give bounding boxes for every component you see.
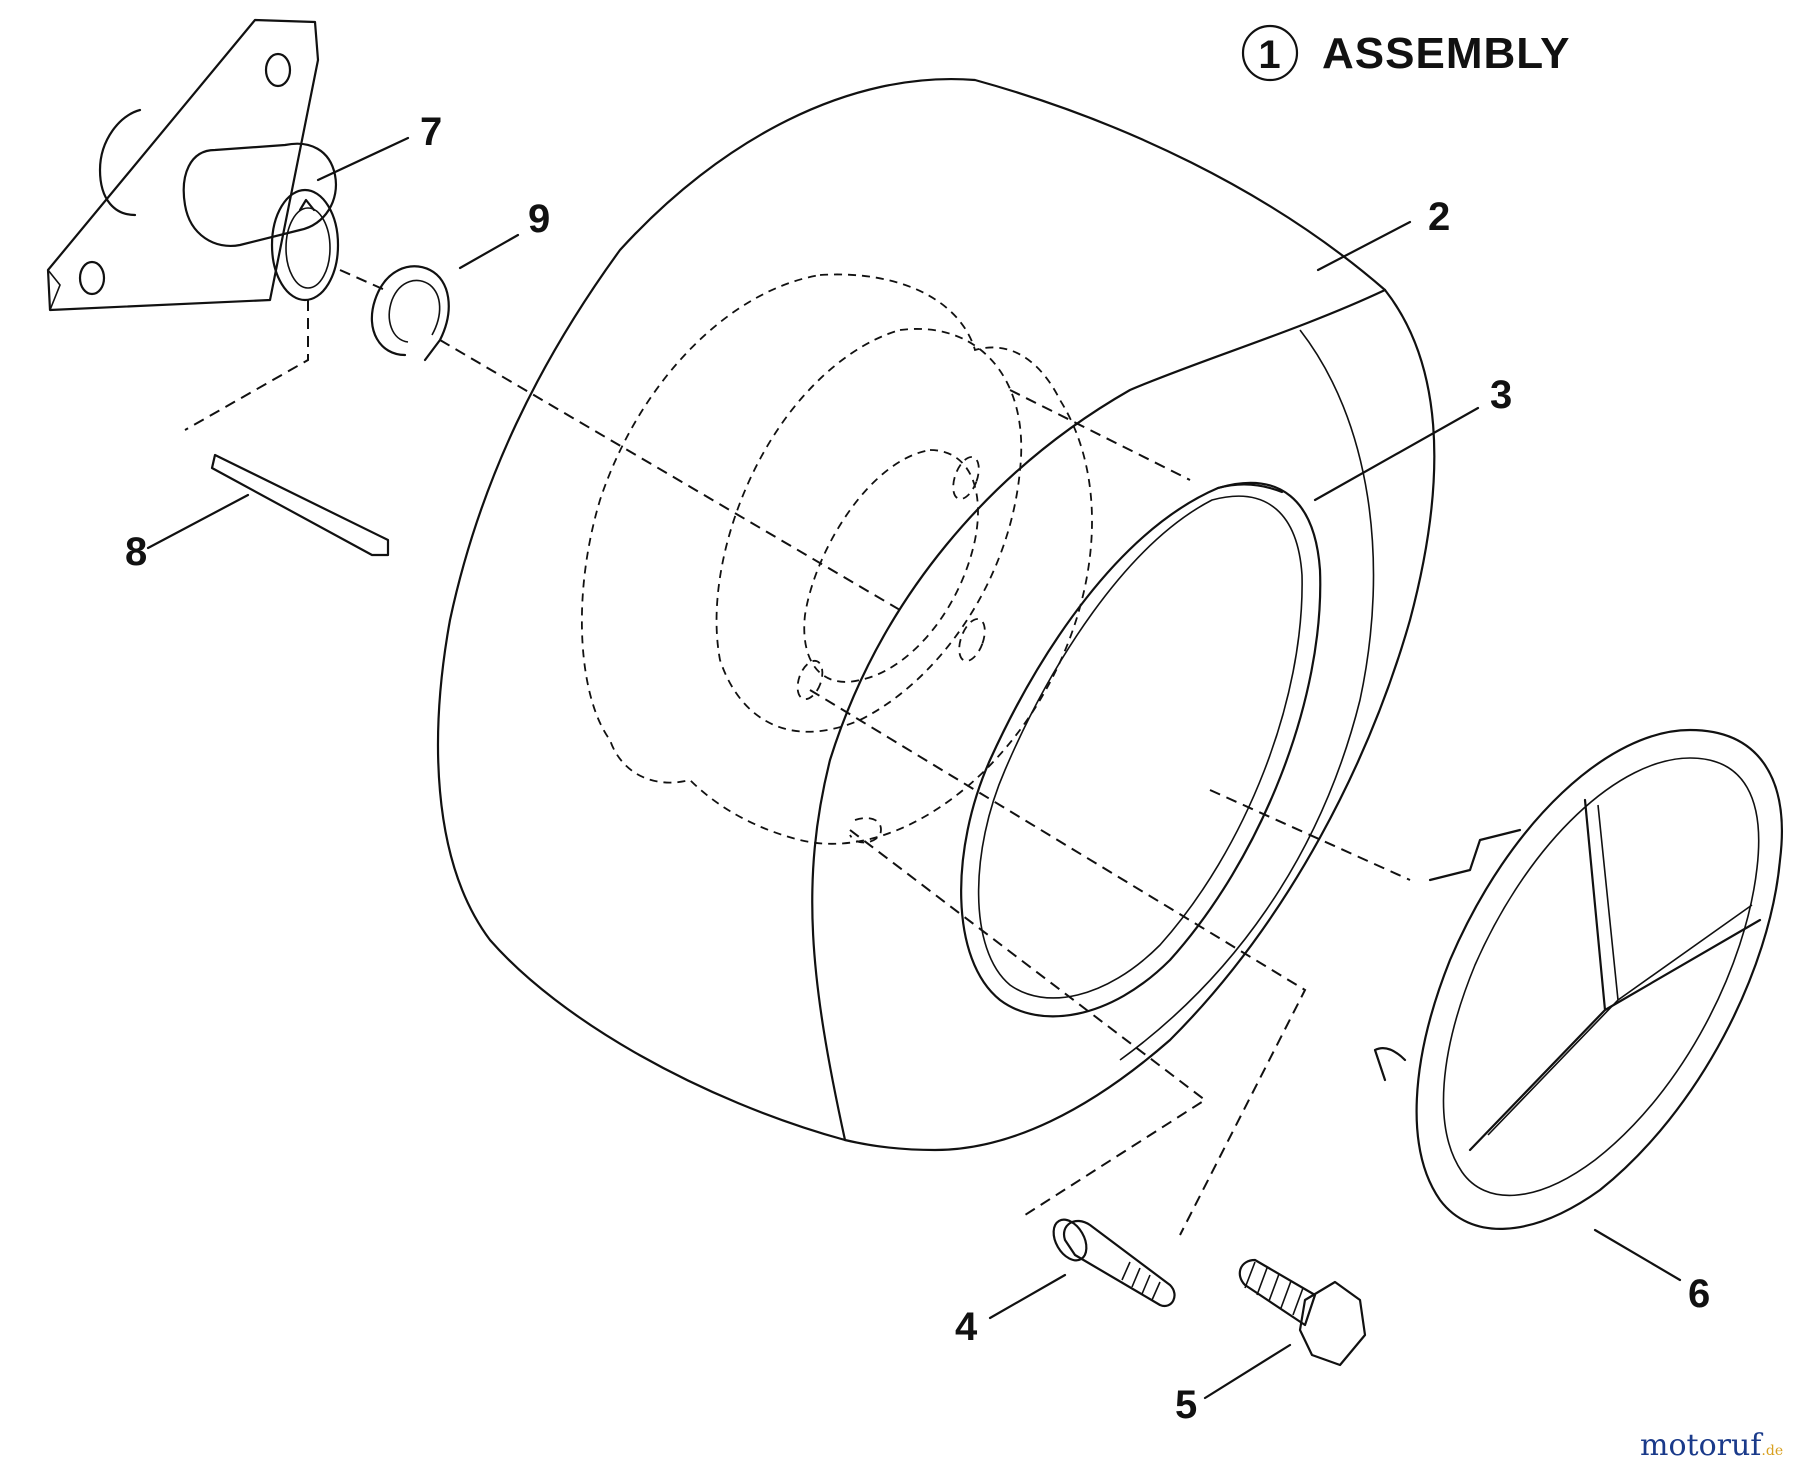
lug-bolt-shank <box>1238 1258 1317 1327</box>
flange-hole-bottom <box>78 260 106 296</box>
lug-bolt-head <box>1298 1280 1367 1367</box>
callout-4: 4 <box>955 1305 978 1349</box>
hub-flange-part-7 <box>46 18 340 312</box>
flange-plate-edge <box>47 269 61 311</box>
rim-ring-inner <box>977 495 1303 999</box>
tire-sidewall-line <box>1119 329 1375 1061</box>
hub-bore <box>270 188 340 302</box>
hubcap-clip-top <box>1428 828 1522 882</box>
hidden-rim-outline <box>581 273 1093 845</box>
hub-keyway <box>298 198 316 212</box>
rim-lug-hole-1 <box>952 456 980 500</box>
tire-part-2 <box>436 78 1436 1152</box>
rim-hub-outline <box>803 449 979 683</box>
assembly-badge-number: 1 <box>1258 33 1281 77</box>
callout-6: 6 <box>1688 1272 1710 1316</box>
callout-8: 8 <box>125 530 147 574</box>
leader-5 <box>1203 1343 1292 1400</box>
hubcap-spokes <box>1468 798 1762 1152</box>
guide-hub-to-key <box>184 300 309 431</box>
rim-valve-hole <box>849 817 882 844</box>
snap-ring-part-9 <box>370 265 450 362</box>
rim-ring-part-3 <box>960 481 1322 1018</box>
hubcap-clip-bottom <box>1373 1046 1407 1082</box>
callout-leaders <box>146 136 1682 1400</box>
leader-8 <box>146 493 250 550</box>
valve-stem-threads <box>1121 1261 1161 1301</box>
hubcap-outer-rim <box>1415 728 1783 1230</box>
hubcap-spoke-edges <box>1487 804 1753 1136</box>
guide-valve-to-stem <box>849 829 1207 1216</box>
leader-3 <box>1313 406 1480 502</box>
lug-bolt-threads <box>1244 1261 1304 1316</box>
watermark-part2: ruf <box>1717 1428 1764 1463</box>
hub-tube <box>182 142 338 248</box>
leader-7 <box>316 136 410 182</box>
tire-outline <box>436 78 1436 1152</box>
key-bar <box>210 453 390 557</box>
callout-2: 2 <box>1428 195 1450 239</box>
callout-3: 3 <box>1490 373 1512 417</box>
leader-6 <box>1593 1228 1682 1282</box>
rim-lug-hole-2 <box>958 618 986 662</box>
leader-9 <box>458 233 520 270</box>
rim-ring-outer <box>960 481 1322 1018</box>
leader-2 <box>1316 220 1412 272</box>
guide-hub-to-snapring <box>339 269 386 291</box>
assembly-badge-circle <box>1241 24 1299 82</box>
exploded-view-guides <box>184 269 1411 1236</box>
watermark-part1: moto <box>1640 1428 1717 1463</box>
assembly-title: ASSEMBLY <box>1322 29 1570 78</box>
snap-ring <box>370 265 450 362</box>
watermark-text: motoruf.de <box>1640 1428 1783 1463</box>
hubcap-part-6 <box>1373 728 1783 1230</box>
watermark-suffix: .de <box>1761 1443 1783 1459</box>
key-bar-edge <box>211 454 216 469</box>
rim-lug-hole-3 <box>796 659 824 701</box>
rim-back-outline <box>581 273 1093 845</box>
hubcap-inner-rim <box>1442 757 1760 1197</box>
leader-4 <box>988 1273 1067 1320</box>
rim-ring-lip <box>1216 483 1284 494</box>
callout-numbers: 2 3 4 5 6 7 8 9 <box>125 110 1710 1427</box>
watermark-logo: motoruf.de <box>1640 1428 1783 1463</box>
valve-stem-flange <box>1052 1218 1088 1262</box>
callout-9: 9 <box>528 197 550 241</box>
hub-bore-inner <box>285 207 331 289</box>
snap-ring-inner <box>388 279 441 343</box>
valve-stem-body <box>1062 1219 1176 1308</box>
flange-plate <box>46 18 320 312</box>
flange-hole-top <box>264 52 292 88</box>
lug-bolt-part-5 <box>1238 1258 1367 1367</box>
guide-lug-to-bolt <box>809 689 1307 1236</box>
flange-back-boss <box>98 108 142 217</box>
assembly-header: 1 ASSEMBLY <box>1241 24 1570 82</box>
guide-rim-to-ring <box>1009 389 1191 481</box>
callout-5: 5 <box>1175 1383 1197 1427</box>
guide-snapring-to-hub <box>439 339 901 611</box>
key-part-8 <box>210 453 390 557</box>
callout-7: 7 <box>420 110 442 154</box>
valve-stem-part-4 <box>1052 1218 1176 1308</box>
tire-face-edge <box>811 288 1387 1142</box>
rim-inner-outline <box>715 328 1023 733</box>
guide-ring-to-hubcap <box>1209 789 1411 881</box>
